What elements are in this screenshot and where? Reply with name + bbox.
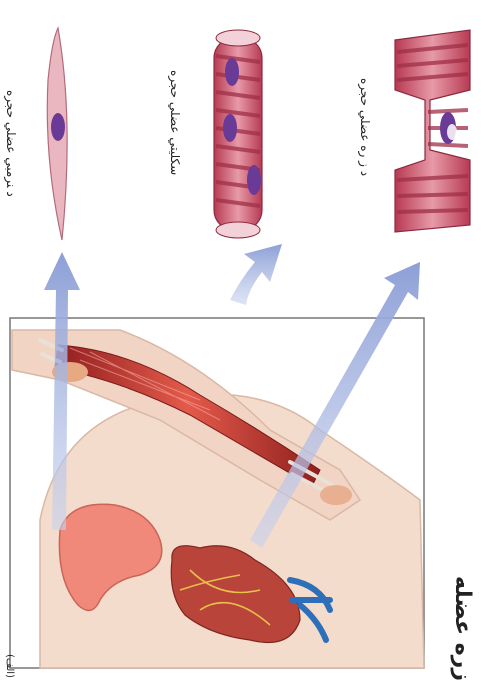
skeletal-nucleus-3 — [247, 165, 261, 195]
cardiac-muscle-fiber — [395, 30, 470, 232]
skeletal-nucleus-2 — [223, 114, 237, 142]
cardiac-muscle-label: ﺩ ﺯ ﺭﻩ ﻋﻀﻠﻲ ﺣﺠﺮﻩ — [358, 78, 372, 176]
panel-label: (ﺍﻟﻒ) — [4, 654, 15, 678]
smooth-muscle-label: ﺩ ﻨﺮﻣﺒﻲ ﻋﻀﻠﻲ ﺣﺠﺮﻩ — [4, 90, 18, 197]
skeletal-muscle-label: ﺳﻜﻠﻴﺘﻲ ﻋﻀﻠﻲ ﺣﺠﺮﻩ — [168, 70, 182, 175]
heart-muscle-title: ﺯﺭﻩ ﻋﻀﻠﻪ — [450, 576, 475, 681]
arrow-to-skeletal — [230, 244, 282, 305]
shoulder-joint — [320, 485, 352, 505]
smooth-cell-nucleus — [51, 113, 65, 141]
skeletal-nucleus-1 — [225, 58, 239, 86]
skeletal-muscle-fiber — [214, 30, 262, 238]
